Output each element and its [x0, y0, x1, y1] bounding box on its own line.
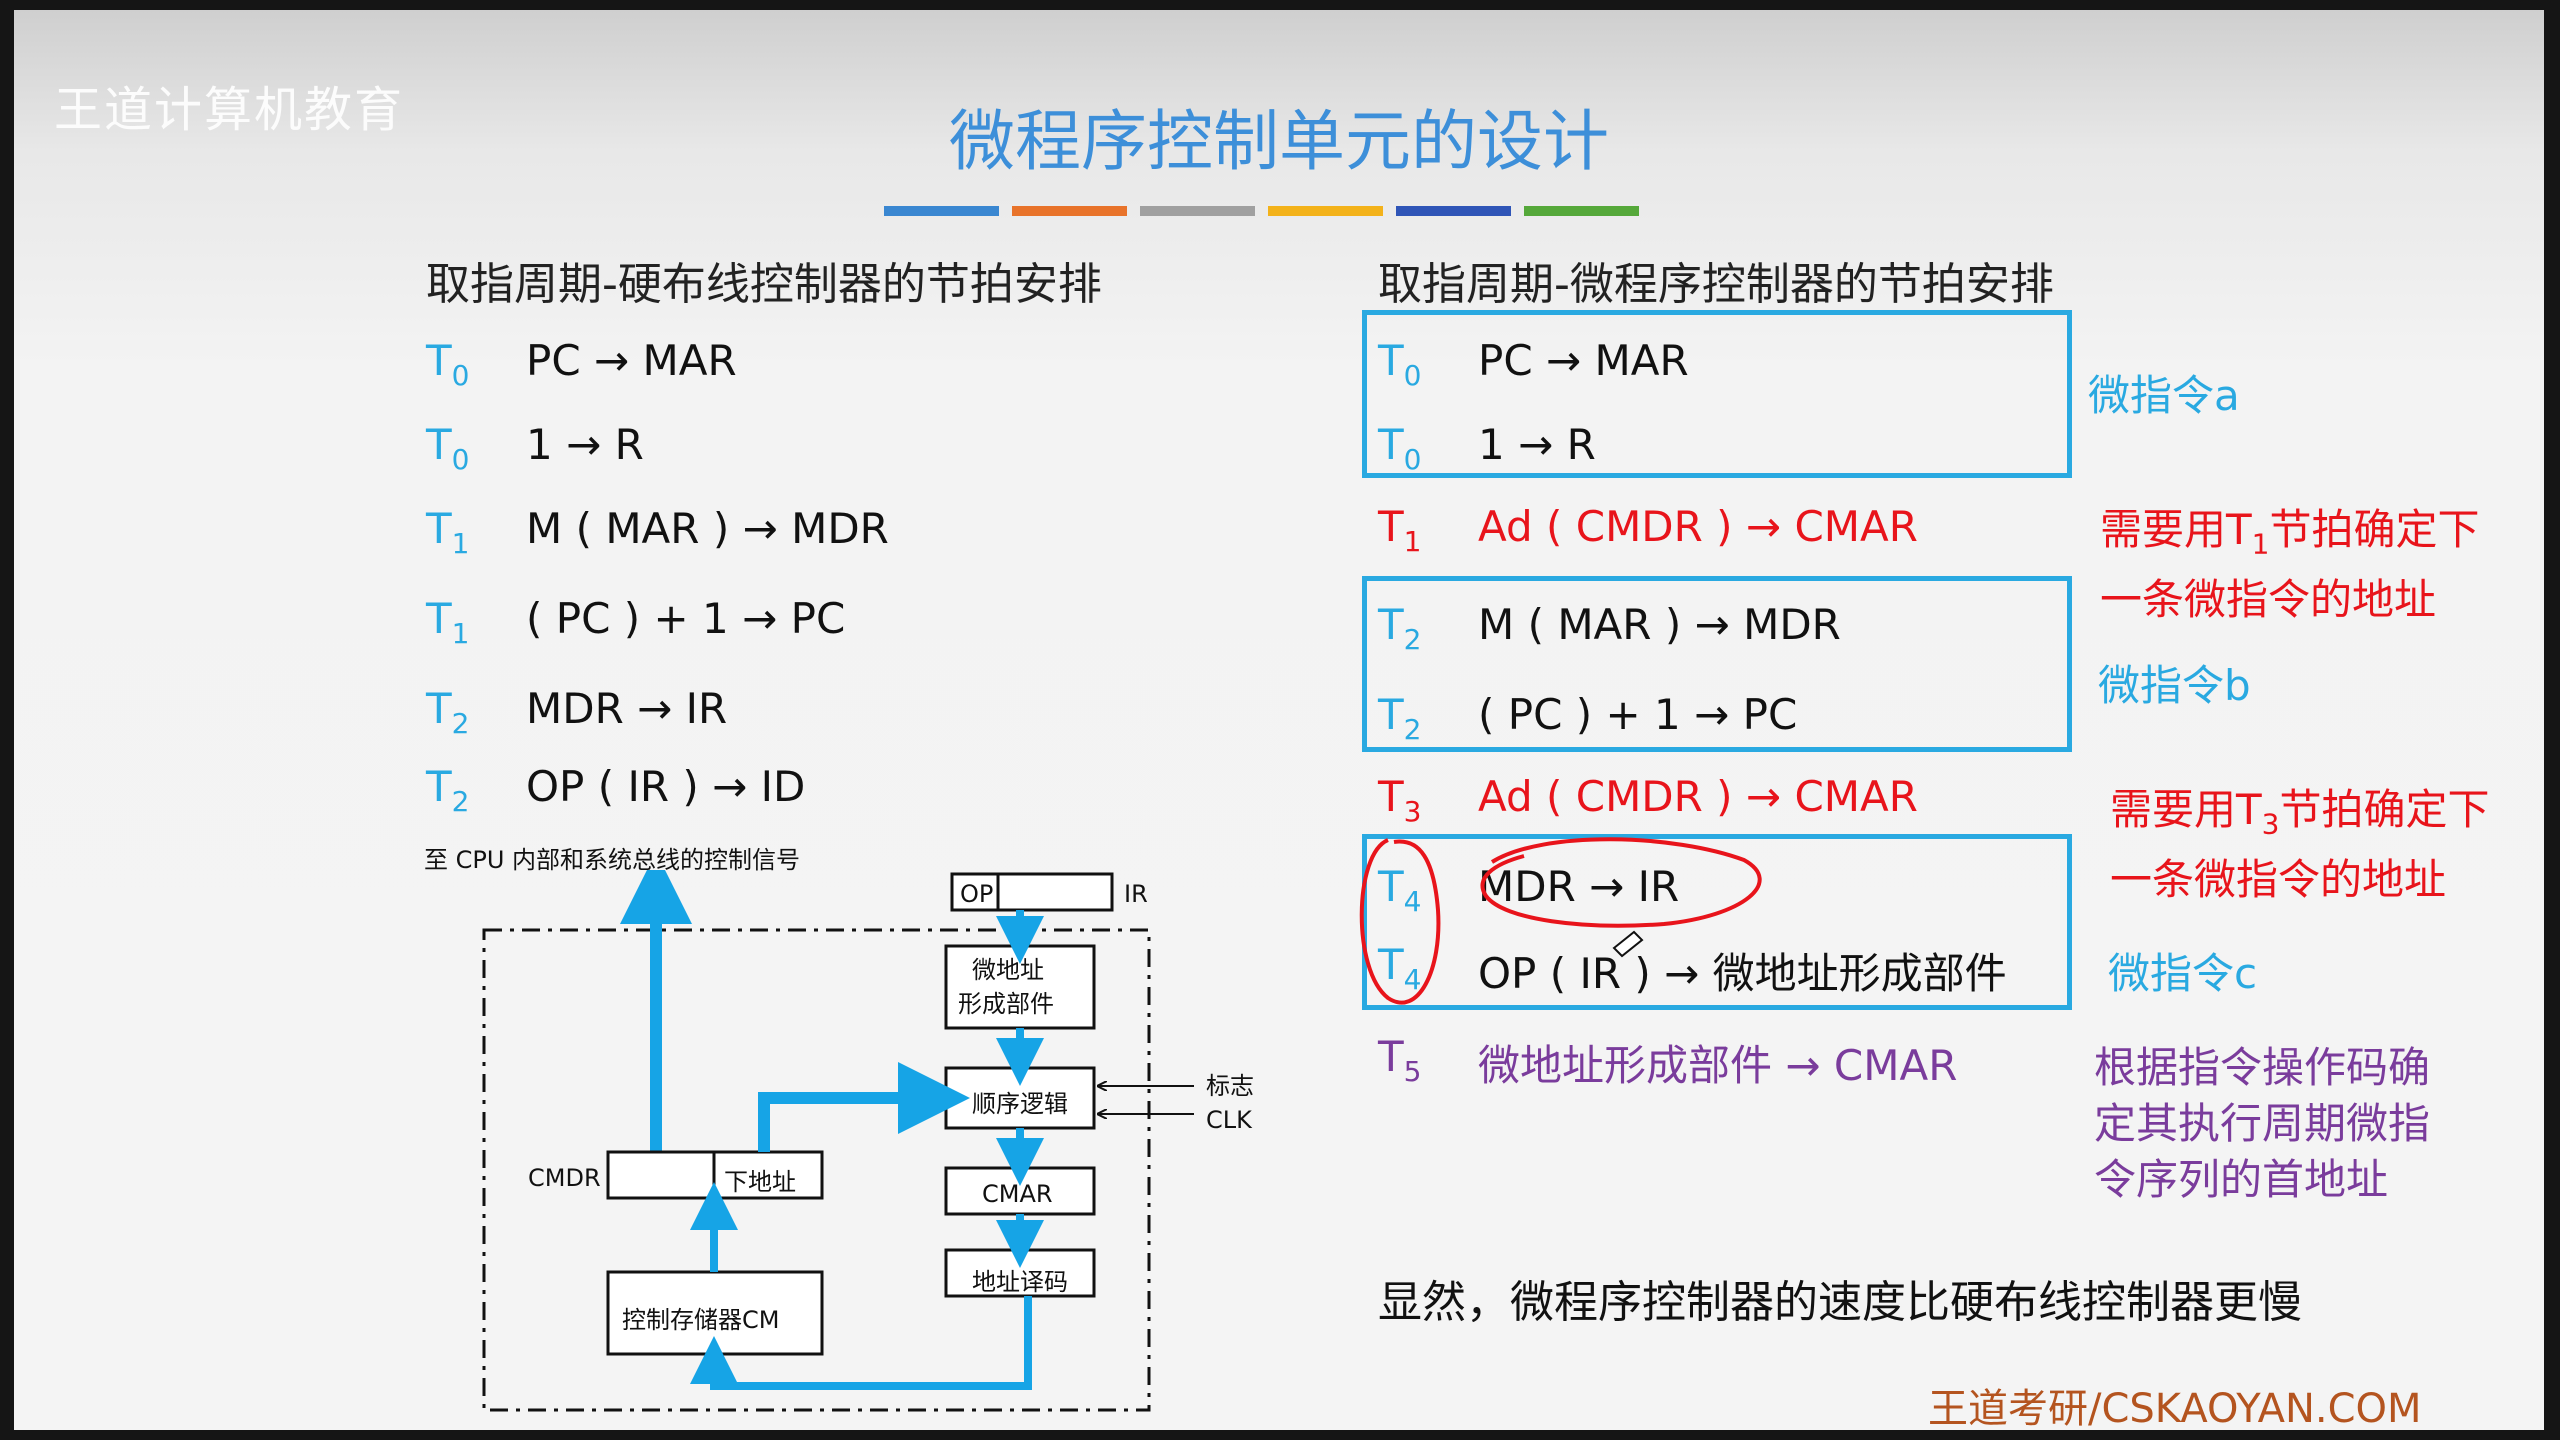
left-micro-op: M ( MAR ) → MDR: [526, 504, 889, 553]
cmdr-label: CMDR: [528, 1164, 601, 1192]
right-timing-label: T5: [1378, 1032, 1422, 1088]
micro-instruction-b-label: 微指令b: [2098, 661, 2251, 710]
next-address-label: 下地址: [724, 1168, 796, 1196]
clk-label: CLK: [1206, 1106, 1252, 1134]
right-timing-label: T0: [1378, 420, 1422, 476]
right-timing-label: T2: [1378, 690, 1422, 746]
left-heading: 取指周期-硬布线控制器的节拍安排: [426, 259, 1102, 310]
right-timing-label: T0: [1378, 336, 1422, 392]
micro-address-label: 形成部件: [958, 990, 1054, 1018]
color-bar-segment: [1524, 206, 1639, 216]
op-label: OP: [960, 880, 994, 908]
right-timing-label: T4: [1378, 862, 1422, 918]
right-heading: 取指周期-微程序控制器的节拍安排: [1378, 259, 2054, 310]
color-bar-segment: [1140, 206, 1255, 216]
left-micro-op: 1 → R: [526, 420, 644, 469]
right-micro-op: ( PC ) + 1 → PC: [1478, 690, 1798, 739]
opcode-note: 根据指令操作码确 定其执行周期微指 令序列的首地址: [2094, 1043, 2431, 1204]
left-micro-op: MDR → IR: [526, 684, 728, 733]
color-bar-segment: [1268, 206, 1383, 216]
left-timing-label: T0: [426, 336, 470, 392]
cmar-label: CMAR: [982, 1180, 1053, 1208]
slide: 王道计算机教育 微程序控制单元的设计 取指周期-硬布线控制器的节拍安排 T0 P…: [14, 10, 2544, 1430]
diagram-frame: [482, 928, 1151, 1412]
left-micro-op: ( PC ) + 1 → PC: [526, 594, 846, 643]
conclusion-text: 显然，微程序控制器的速度比硬布线控制器更慢: [1378, 1277, 2302, 1328]
diagram-top-label: 至 CPU 内部和系统总线的控制信号: [424, 846, 801, 874]
right-timing-label: T2: [1378, 600, 1422, 656]
left-timing-label: T1: [426, 594, 470, 650]
watermark: 王道计算机教育: [54, 82, 405, 138]
footer-brand: 王道考研/CSKAOYAN.COM: [1928, 1386, 2422, 1430]
address-decode-label: 地址译码: [972, 1268, 1068, 1296]
right-micro-op: Ad ( CMDR ) → CMAR: [1478, 502, 1918, 551]
right-micro-op: M ( MAR ) → MDR: [1478, 600, 1841, 649]
flag-label: 标志: [1206, 1072, 1254, 1100]
t1-note: 需要用T1节拍确定下 一条微指令的地址: [2100, 505, 2480, 625]
right-micro-op: 1 → R: [1478, 420, 1596, 469]
sequence-logic-label: 顺序逻辑: [972, 1090, 1068, 1118]
left-micro-op: OP ( IR ) → ID: [526, 762, 806, 811]
left-timing-label: T0: [426, 420, 470, 476]
control-store-label: 控制存储器CM: [622, 1306, 780, 1334]
page-title: 微程序控制单元的设计: [949, 103, 1609, 180]
micro-instruction-box-c: [1362, 834, 2072, 1010]
micro-address-label: 微地址: [972, 956, 1044, 984]
color-bar-segment: [1012, 206, 1127, 216]
left-timing-label: T2: [426, 762, 470, 818]
right-timing-label: T1: [1378, 502, 1422, 558]
right-timing-label: T3: [1378, 772, 1422, 828]
cmar-register: [944, 1166, 1096, 1216]
micro-instruction-a-label: 微指令a: [2088, 371, 2240, 420]
left-timing-label: T2: [426, 684, 470, 740]
micro-instruction-box-a: [1362, 310, 2072, 478]
micro-instruction-box-b: [1362, 576, 2072, 752]
control-unit-diagram: [482, 870, 1194, 1412]
color-bar-segment: [1396, 206, 1511, 216]
right-micro-op: Ad ( CMDR ) → CMAR: [1478, 772, 1918, 821]
ir-register: [950, 872, 1114, 912]
left-timing-label: T1: [426, 504, 470, 560]
right-micro-op: PC → MAR: [1478, 336, 1689, 385]
color-bar-segment: [884, 206, 999, 216]
right-micro-op: OP ( IR ) → 微地址形成部件: [1478, 949, 2007, 998]
ir-label: IR: [1124, 880, 1148, 908]
micro-instruction-c-label: 微指令c: [2108, 949, 2258, 998]
right-micro-op: 微地址形成部件 → CMAR: [1478, 1041, 1958, 1090]
left-micro-op: PC → MAR: [526, 336, 737, 385]
right-timing-label: T4: [1378, 940, 1422, 996]
handwritten-annotation: [1359, 837, 1762, 1005]
right-micro-op: MDR → IR: [1478, 862, 1680, 911]
t3-note: 需要用T3节拍确定下 一条微指令的地址: [2110, 785, 2490, 905]
